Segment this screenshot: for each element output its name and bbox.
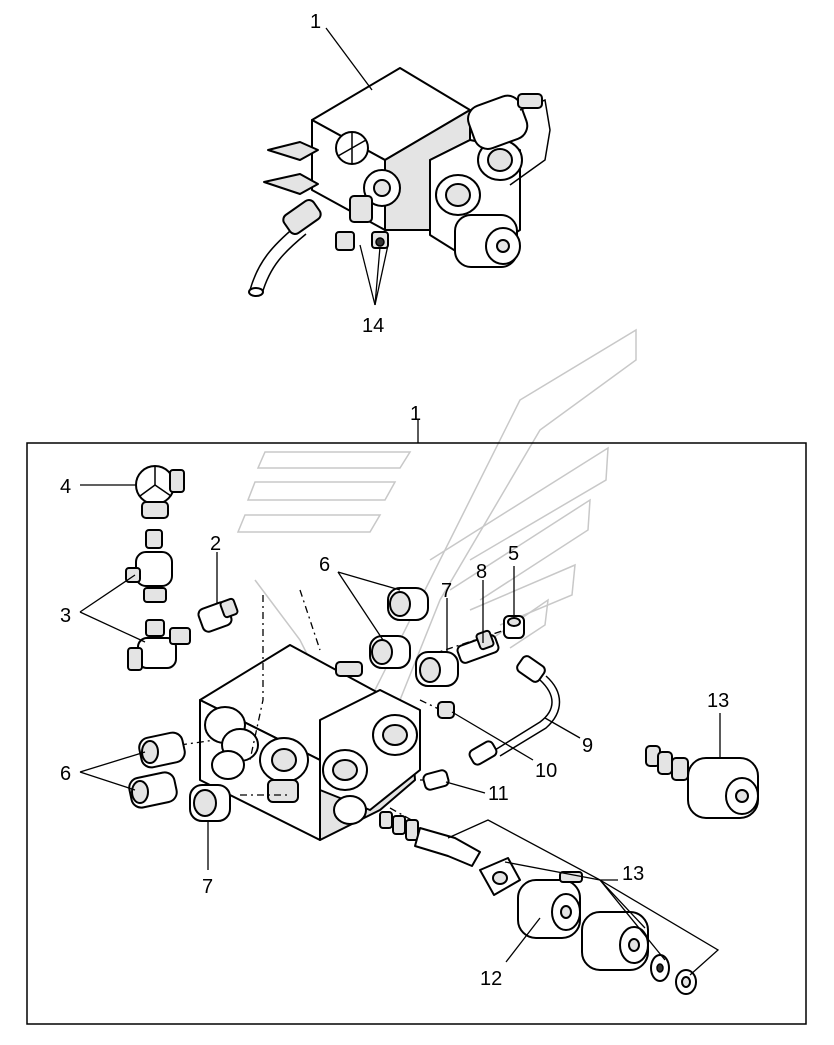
callout-2: 2 (210, 533, 221, 555)
callout-10: 10 (535, 760, 557, 782)
exploded-view-frame (26, 442, 807, 1025)
watermark-logo (236, 328, 637, 701)
dash-line-6t (299, 589, 321, 651)
part-6-plug-top (369, 587, 429, 669)
part-9-tube (468, 655, 561, 766)
callout-11: 11 (488, 783, 509, 805)
callout-1-top: 1 (310, 11, 321, 33)
callout-7-mid: 7 (441, 580, 452, 602)
callout-7-lower: 7 (202, 876, 213, 898)
leader-1-top (325, 27, 373, 91)
part-8-nipple (456, 629, 500, 664)
callout-13-right: 13 (707, 690, 729, 712)
part-2-adapter (197, 597, 239, 633)
part-3-tee-fitting (125, 529, 191, 671)
callout-14: 14 (362, 315, 384, 337)
part-10-orifice (437, 701, 455, 719)
callout-13-exploded: 13 (622, 863, 644, 885)
callout-12: 12 (480, 968, 502, 990)
callout-5: 5 (508, 543, 519, 565)
part-6-plug-left (128, 731, 186, 809)
valve-block (199, 644, 421, 841)
callout-1-frame: 1 (410, 403, 421, 425)
callout-6-top: 6 (319, 554, 330, 576)
callout-6-left: 6 (60, 763, 71, 785)
callout-9: 9 (582, 735, 593, 757)
dash-line-2 (249, 595, 264, 761)
callout-8: 8 (476, 561, 487, 583)
part-11-small-fitting (422, 769, 450, 791)
part-7-plug-lower (189, 784, 231, 822)
leader-14a (359, 244, 376, 306)
dash-line-8 (429, 629, 506, 656)
callout-4: 4 (60, 476, 71, 498)
leader-lines (79, 484, 721, 976)
part-4-elbow (135, 465, 185, 519)
leader-14b (374, 246, 381, 306)
part-13-solenoid-right (645, 745, 759, 819)
part-5-cap-nut (503, 615, 525, 639)
callout-3: 3 (60, 605, 71, 627)
dash-line-6l (179, 739, 216, 746)
leader-14c (374, 244, 389, 306)
top-valve-assembly (248, 67, 551, 297)
part-7-plug-mid (415, 651, 459, 687)
part-12-coil (517, 871, 697, 995)
part-13-solenoid-exploded (379, 811, 521, 896)
